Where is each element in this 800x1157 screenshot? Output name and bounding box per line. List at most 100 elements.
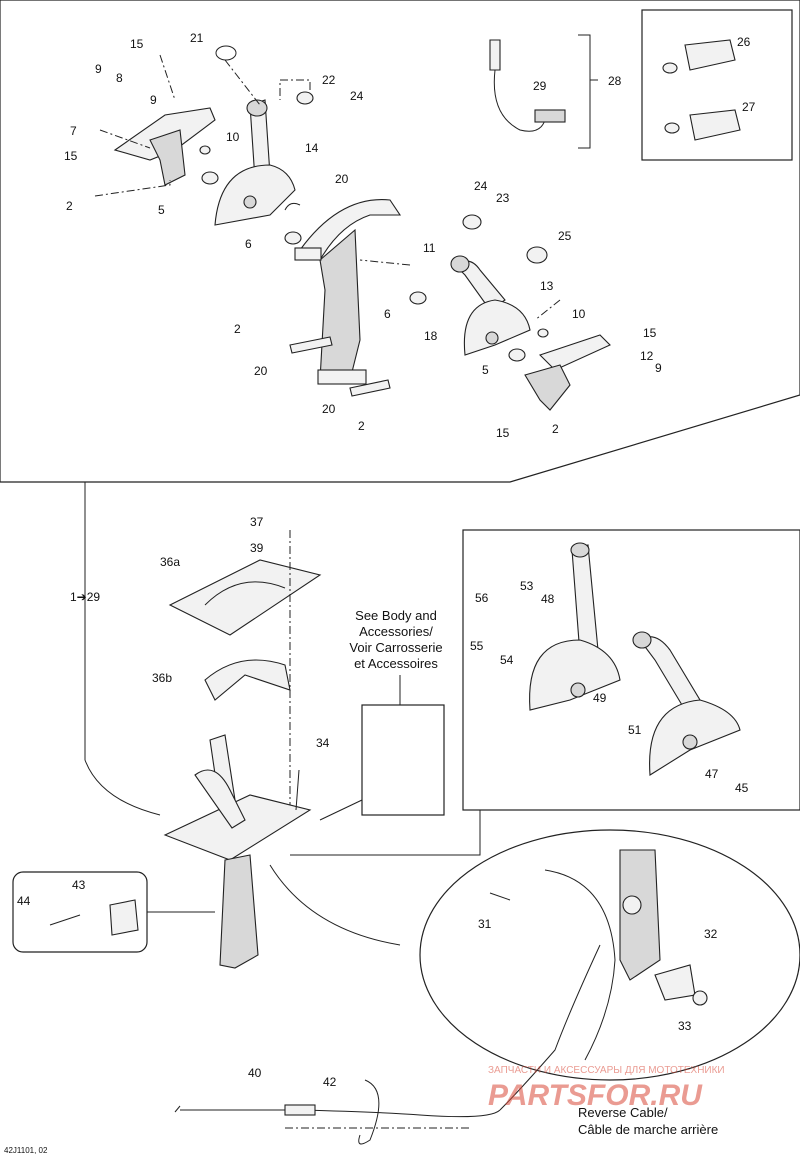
callout-54: 54	[500, 653, 514, 667]
callout-47: 47	[705, 767, 719, 781]
part-washer-23	[462, 214, 482, 230]
callout-28: 28	[608, 74, 622, 88]
callout-13: 13	[540, 279, 554, 293]
callout-5-b: 5	[482, 363, 489, 377]
part-lever-inset-a-hub	[570, 682, 586, 698]
part-shifter-tower	[219, 854, 259, 969]
part-26-cap	[662, 62, 678, 74]
part-27	[689, 109, 741, 141]
callout-9-c: 9	[655, 361, 662, 375]
callout-6-a: 6	[245, 237, 252, 251]
callout-20-b: 20	[322, 402, 336, 416]
callout-10-a: 10	[226, 130, 240, 144]
watermark: ЗАПЧАСТИ И АКСЕССУАРЫ ДЛЯ МОТОТЕХНИКИ PA…	[488, 1065, 725, 1112]
callout-51: 51	[628, 723, 642, 737]
callout-18: 18	[424, 329, 438, 343]
part-32	[654, 964, 696, 1001]
part-switch-29	[489, 39, 501, 71]
cable-end	[174, 1105, 181, 1113]
note-see-body-line1: See Body and	[355, 608, 437, 623]
callout-10-b: 10	[572, 307, 586, 321]
part-shifter-lever-b	[194, 769, 246, 829]
part-washer-6b	[409, 291, 427, 305]
part-cover-36a	[168, 559, 322, 636]
cable-adjuster	[284, 1104, 316, 1116]
callout-32: 32	[704, 927, 718, 941]
part-plate-20a	[289, 336, 333, 354]
reverse-cable	[180, 1109, 501, 1118]
part-lever-14-hub	[243, 195, 257, 209]
part-washer-5b	[508, 348, 526, 362]
body-ref-frame	[361, 704, 445, 816]
part-plate-20b	[349, 379, 391, 397]
callout-53: 53	[520, 579, 534, 593]
callout-40: 40	[248, 1066, 262, 1080]
detail-hub	[622, 895, 642, 915]
part-lever-14-plate	[214, 164, 296, 226]
note-see-body-line4: et Accessoires	[354, 656, 438, 671]
callout-8: 8	[116, 71, 123, 85]
inset-frame-26-27	[641, 9, 793, 161]
part-bushing-10a	[199, 145, 211, 155]
callout-21: 21	[190, 31, 204, 45]
callout-25: 25	[558, 229, 572, 243]
callouts-bottom: 37 39 36a 1➔29 36b 34 43 44 53 56 48 55 …	[17, 515, 749, 1089]
callout-33: 33	[678, 1019, 692, 1033]
inset-frame-45-56	[462, 529, 800, 811]
part-43	[109, 899, 139, 936]
callout-9-b: 9	[150, 93, 157, 107]
part-bushing-10b	[537, 328, 549, 338]
part-lever-inset-b-arm	[639, 636, 701, 711]
part-bracket-left	[113, 107, 216, 161]
part-bracket-right	[538, 334, 611, 371]
part-cover-36a-detail	[204, 581, 286, 606]
arrow-inset-to-base	[290, 810, 481, 856]
callout-34: 34	[316, 736, 330, 750]
callout-15-d: 15	[496, 426, 510, 440]
callout-45: 45	[735, 781, 749, 795]
callout-49: 49	[593, 691, 607, 705]
detail-lever-plate	[544, 869, 616, 1061]
note-see-body: See Body and Accessories/ Voir Carrosser…	[349, 608, 442, 671]
callout-27: 27	[742, 100, 756, 114]
callout-43: 43	[72, 878, 86, 892]
part-tower-foot-left	[294, 247, 322, 261]
callout-55: 55	[470, 639, 484, 653]
callout-22: 22	[322, 73, 336, 87]
callout-1-29: 1➔29	[70, 590, 100, 604]
part-tie-42	[358, 1079, 380, 1145]
part-bracket-36b	[204, 659, 291, 701]
part-tower-top	[299, 199, 402, 261]
part-washer-22	[296, 91, 314, 105]
part-washer-5a	[201, 171, 219, 185]
callout-24-a: 24	[350, 89, 364, 103]
part-clip-19	[284, 202, 301, 211]
callout-56: 56	[475, 591, 489, 605]
callout-37: 37	[250, 515, 264, 529]
part-lever-13-hub	[485, 331, 499, 345]
part-washer-6a	[284, 231, 302, 245]
note-reverse-line2: Câble de marche arrière	[578, 1122, 718, 1137]
callout-9-a: 9	[95, 62, 102, 76]
arrow-1-29	[84, 482, 161, 816]
note-reverse-line1: Reverse Cable/	[578, 1105, 668, 1120]
note-see-body-line2: Accessories/	[359, 624, 433, 639]
callout-39: 39	[250, 541, 264, 555]
callout-15-b: 15	[64, 149, 78, 163]
callout-42: 42	[323, 1075, 337, 1089]
callout-29: 29	[533, 79, 547, 93]
callout-20-a: 20	[254, 364, 268, 378]
callout-31: 31	[478, 917, 492, 931]
part-bracket-right-body	[524, 364, 571, 411]
detail-ellipse-cable	[419, 829, 800, 1081]
callout-24-b: 24	[474, 179, 488, 193]
part-lever-13-eye	[450, 255, 470, 273]
callout-2-c: 2	[358, 419, 365, 433]
part-bolt-31	[489, 892, 511, 901]
callout-7: 7	[70, 124, 77, 138]
part-ring-21	[215, 45, 237, 61]
part-screw-34	[295, 769, 300, 811]
callout-19: 20	[335, 172, 349, 186]
callout-48: 48	[541, 592, 555, 606]
